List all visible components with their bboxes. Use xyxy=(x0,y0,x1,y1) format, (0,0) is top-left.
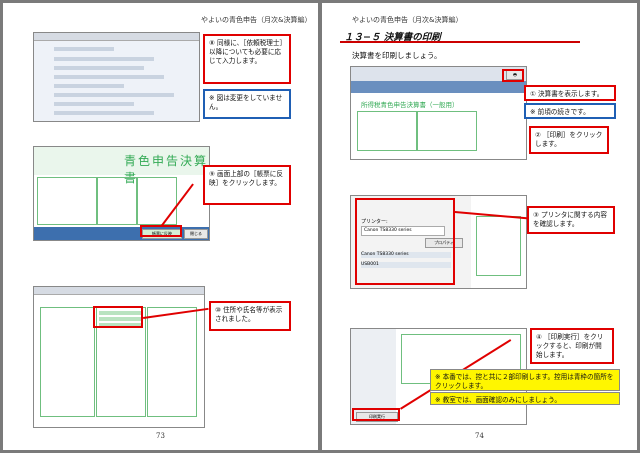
right-page: やよいの青色申告（月次&決算編） １３−５ 決算書の印刷 決算書を印刷しましょう… xyxy=(322,3,637,450)
right-screenshot-1: 🖶 所得税青色申告決算書（一般用） xyxy=(350,66,527,160)
left-header: やよいの青色申告（月次&決算編） xyxy=(201,16,312,24)
note-two-copies: ※ 本番では、控と共に２部印刷します。控用は青枠の箇所をクリックします。 xyxy=(430,369,620,391)
printer-port-row: USB001 xyxy=(361,262,451,268)
left-screenshot-3 xyxy=(33,286,205,428)
highlight-reflect-button xyxy=(140,225,182,237)
section-underline xyxy=(340,41,580,43)
printer-properties-button[interactable]: プロパティ xyxy=(425,238,463,248)
print-execute-button[interactable]: 印刷実行 xyxy=(356,412,398,422)
section-title: １３−５ 決算書の印刷 xyxy=(344,32,441,43)
callout-step-8: ⑧ 同様に、［依頼税理士］以降についても必要に応じて入力します。 xyxy=(203,34,291,84)
highlight-address-name xyxy=(93,306,143,328)
left-page-number: 73 xyxy=(156,432,165,440)
printer-name-row: Canon TS8330 series xyxy=(361,252,451,258)
callout-continued: ※ 前頃の続きです。 xyxy=(524,103,616,119)
callout-step-9: ⑨ 画面上部の［帳票に反映］をクリックします。 xyxy=(203,165,291,205)
callout-step-4: ④ ［印刷実行］をクリックすると、印刷が開始します。 xyxy=(530,328,614,364)
left-page: やよいの青色申告（月次&決算編） ⑧ 同様に、［依頼税理士］以降についても必要に… xyxy=(3,3,318,450)
note-classroom: ※ 教室では、画面確認のみにしましょう。 xyxy=(430,392,620,405)
highlight-print-button xyxy=(502,69,524,82)
callout-step-3: ③ プリンタに関する内容を確認します。 xyxy=(527,206,615,234)
form-title: 所得税青色申告決算書（一般用） xyxy=(361,101,459,109)
section-intro: 決算書を印刷しましょう。 xyxy=(352,51,442,60)
right-header: やよいの青色申告（月次&決算編） xyxy=(352,16,463,24)
highlight-printer-settings xyxy=(355,198,455,285)
printer-label: プリンター: xyxy=(361,219,388,225)
callout-step-1: ① 決算書を表示します。 xyxy=(524,85,616,101)
left-screenshot-2: 青色申告決算書 帳票に反映 閉じる xyxy=(33,146,210,241)
highlight-print-execute xyxy=(352,408,400,421)
callout-step-2: ② ［印刷］をクリックします。 xyxy=(529,126,609,154)
callout-step-10: ⑩ 住所や氏名等が表示されました。 xyxy=(209,301,291,331)
right-screenshot-2: プリンター: Canon TS8330 series プロパティ Canon T… xyxy=(350,195,527,289)
window-title-bar xyxy=(34,287,204,295)
close-button[interactable]: 閉じる xyxy=(184,229,208,239)
callout-note-unchanged: ※ 図は変更をしていません。 xyxy=(203,89,291,119)
left-screenshot-1 xyxy=(33,32,200,122)
form-heading: 青色申告決算書 xyxy=(124,154,209,185)
printer-select[interactable]: Canon TS8330 series xyxy=(361,226,445,236)
window-title-bar xyxy=(34,33,199,41)
right-page-number: 74 xyxy=(475,432,484,440)
